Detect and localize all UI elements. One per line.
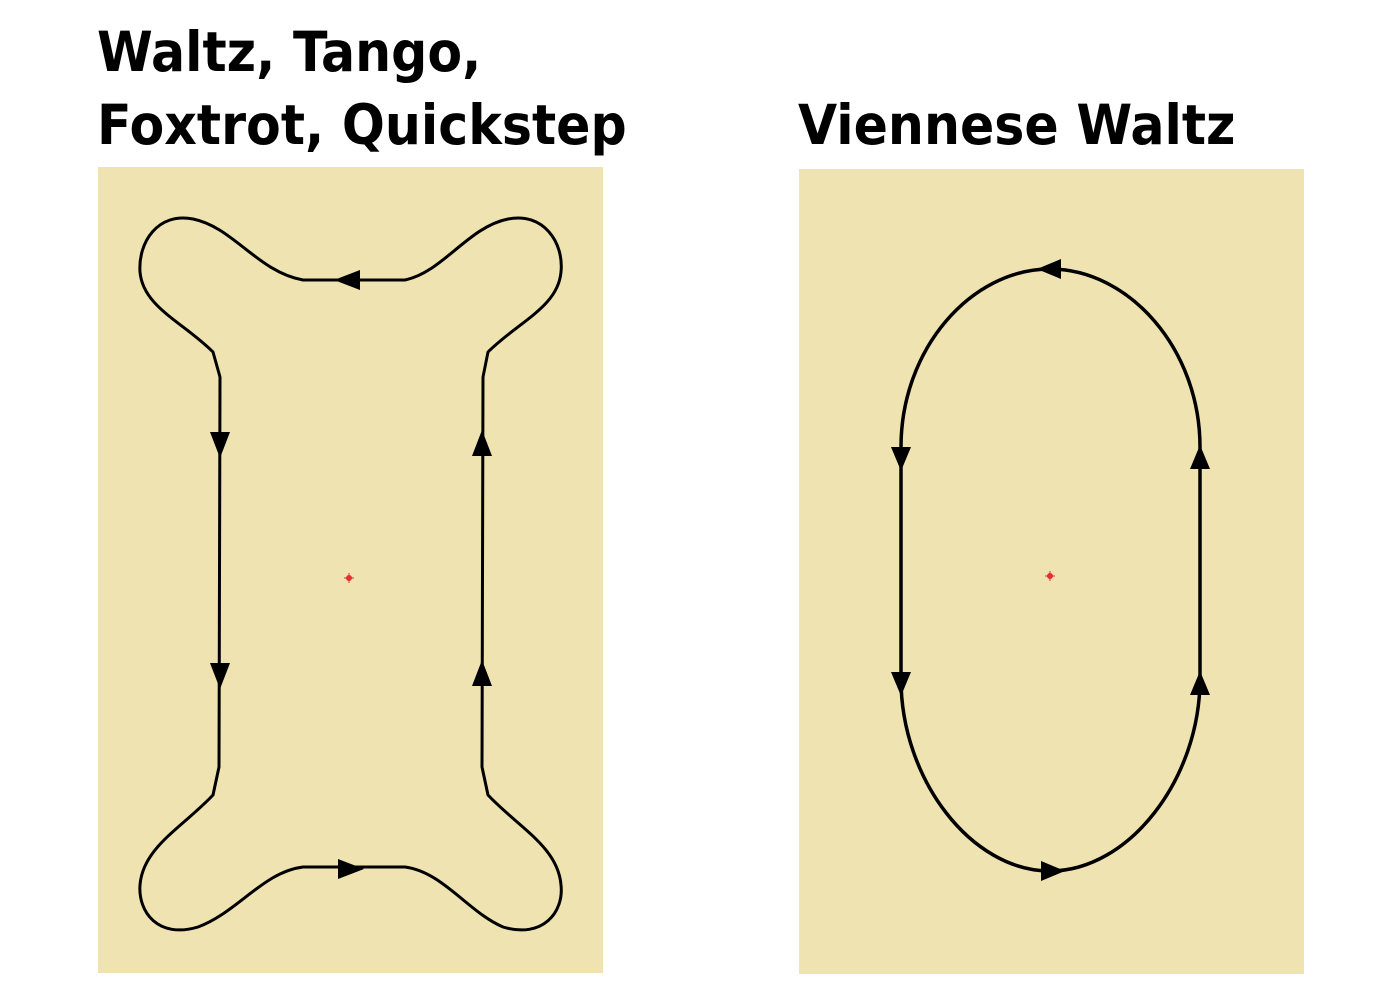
arrow-up-upper <box>472 430 492 456</box>
line-of-dance-diagram <box>98 167 603 973</box>
arrow-right-bottom <box>1041 861 1065 881</box>
floor-surface <box>98 167 603 973</box>
dance-floor <box>98 167 603 973</box>
center-marker <box>1045 571 1055 581</box>
line-of-dance-diagram <box>799 169 1304 974</box>
arrow-down-upper <box>891 447 911 471</box>
arrow-down-lower <box>210 663 230 689</box>
arrow-right-bottom <box>338 859 364 879</box>
center-marker <box>344 573 354 583</box>
panel-title: Viennese Waltz <box>798 93 1236 157</box>
arrow-up-lower <box>1190 671 1210 695</box>
arrow-down-lower <box>891 672 911 696</box>
arrow-down-upper <box>210 432 230 458</box>
arrow-left-top <box>334 270 360 290</box>
panel-title-line-2: Foxtrot, Quickstep <box>97 93 627 157</box>
arrow-up-upper <box>1190 445 1210 469</box>
panel-title-line-1: Waltz, Tango, <box>97 20 482 84</box>
viennese-waltz-panel: Viennese Waltz <box>700 0 1400 990</box>
standard-dances-panel: Waltz, Tango, Foxtrot, Quickstep <box>97 20 627 973</box>
arrow-left-top <box>1037 259 1061 279</box>
floor-surface <box>799 169 1304 974</box>
arrow-up-lower <box>472 660 492 686</box>
line-of-dance-path <box>138 216 563 932</box>
dance-floor <box>799 169 1304 974</box>
